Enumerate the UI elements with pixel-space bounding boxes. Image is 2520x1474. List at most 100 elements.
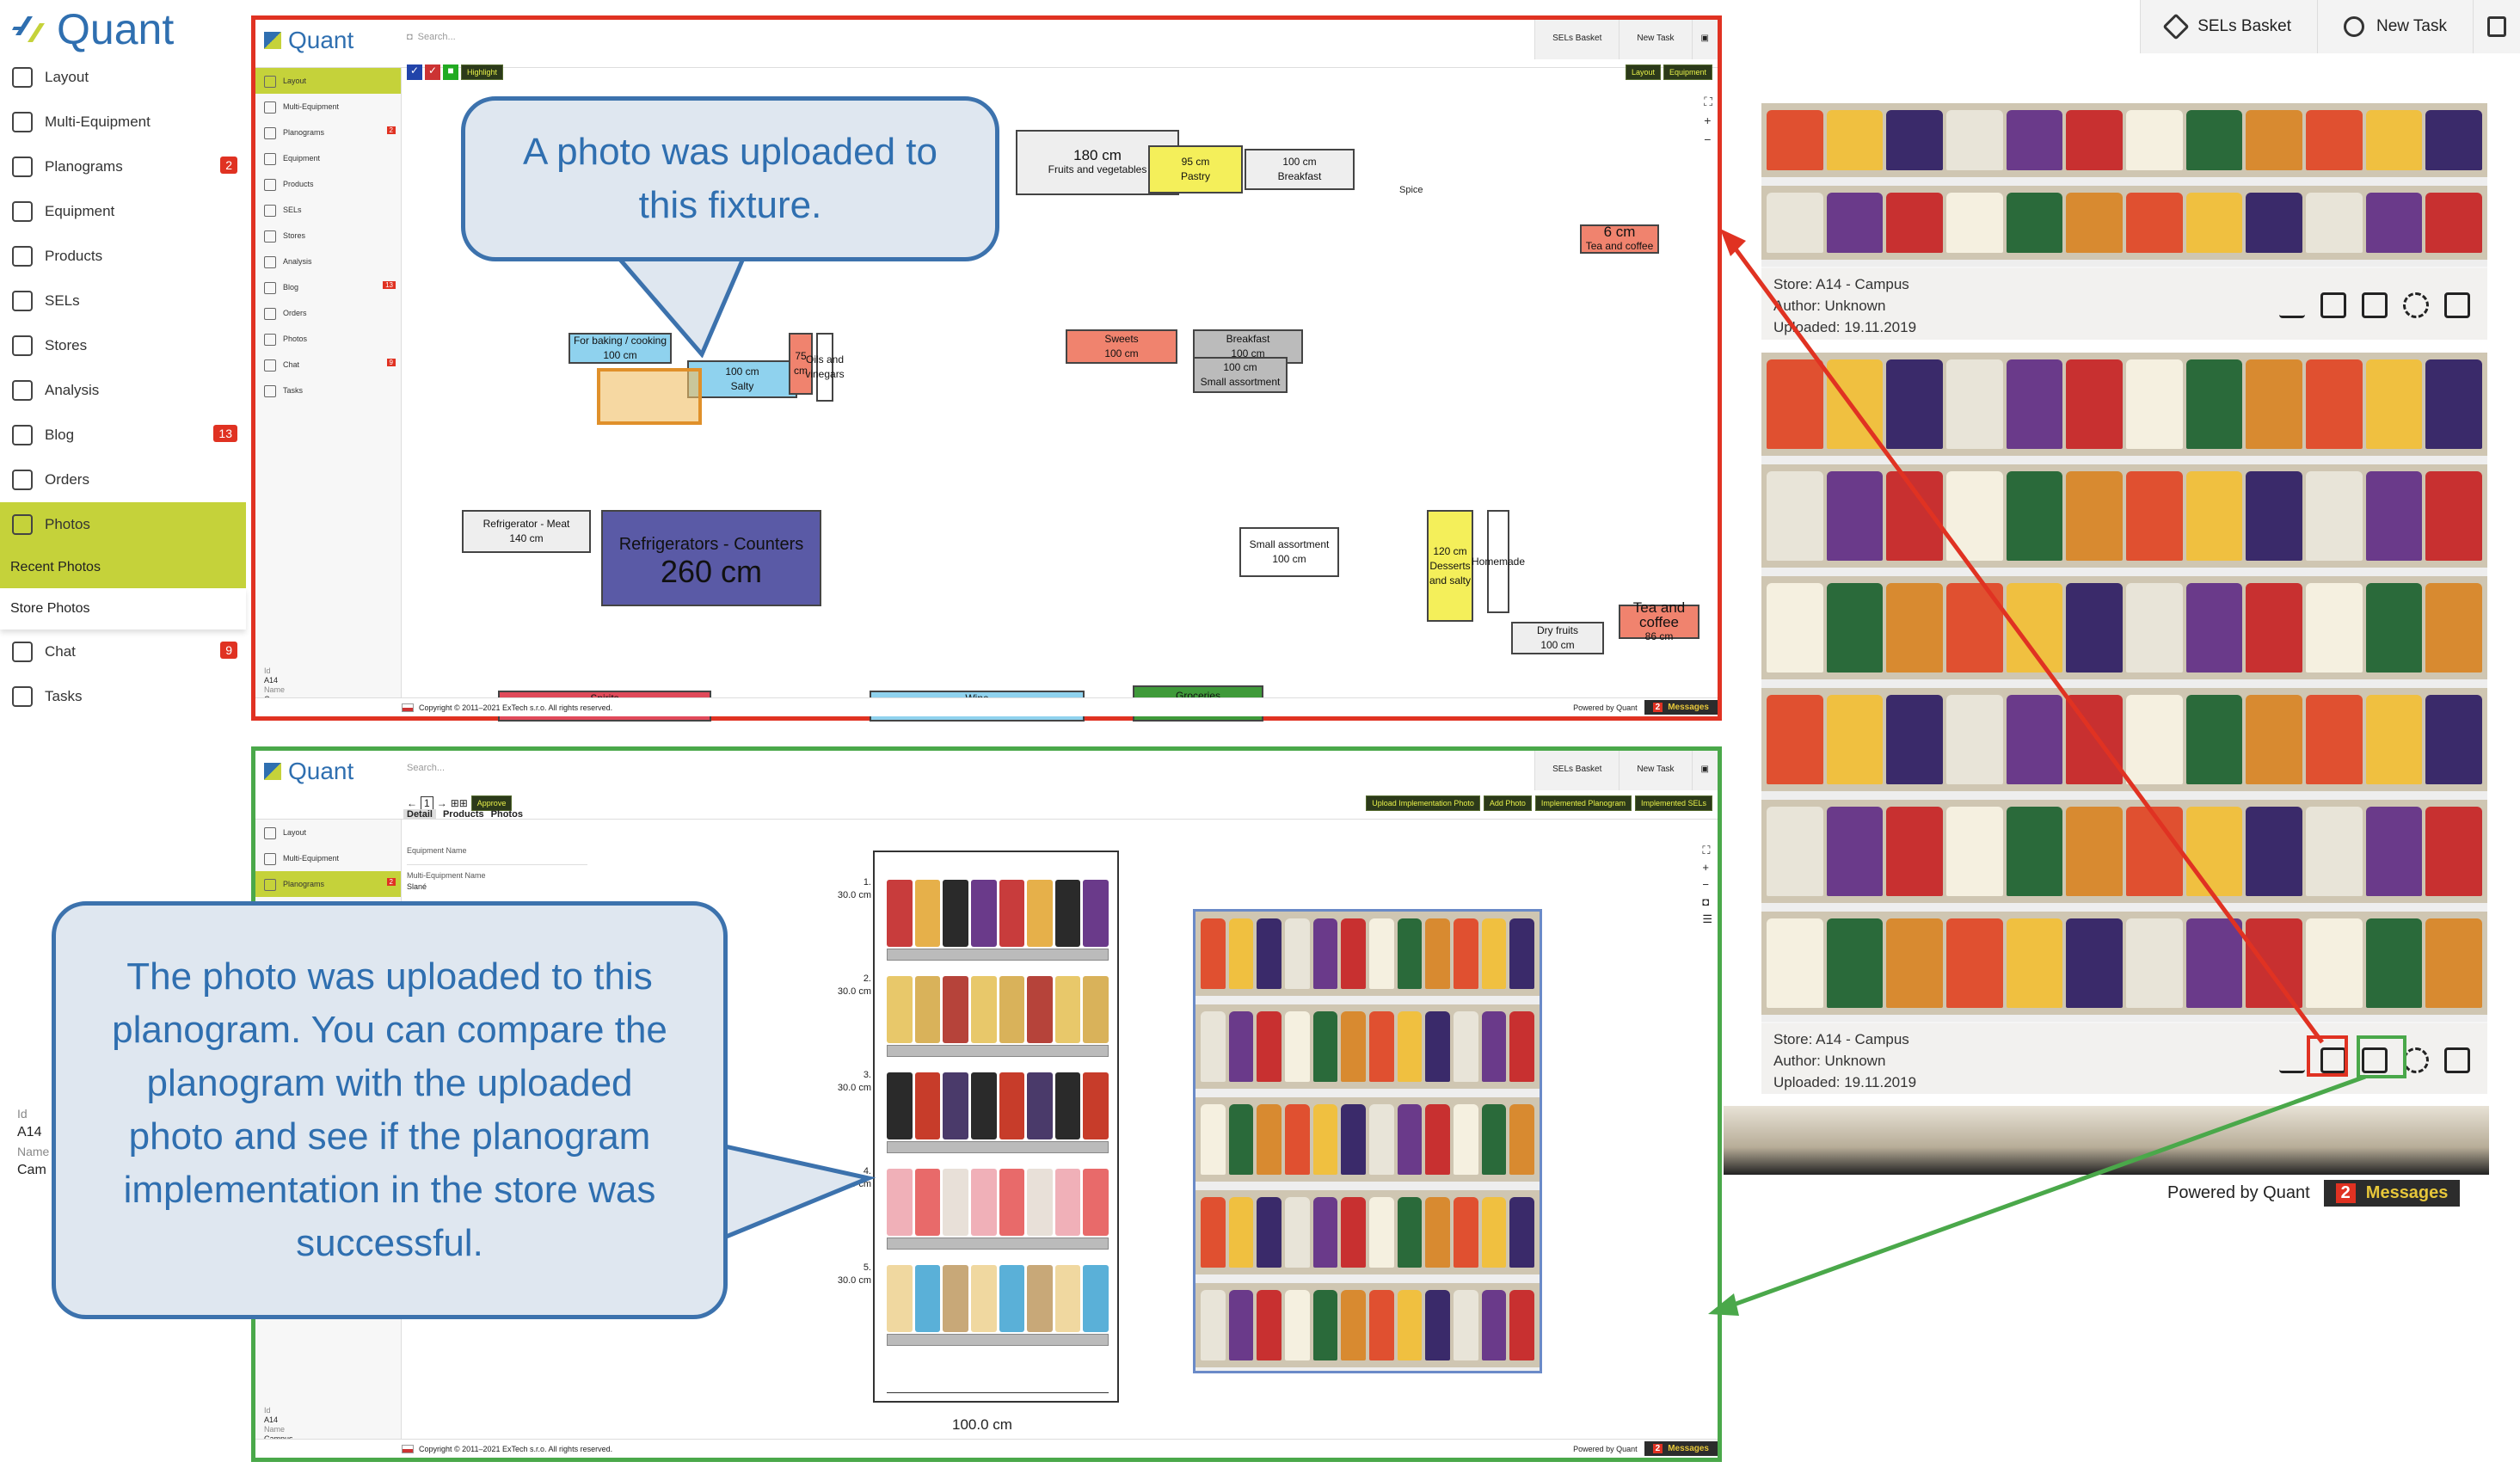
sidebar-item-equipment[interactable]: Equipment xyxy=(0,189,246,234)
product[interactable] xyxy=(943,1072,968,1139)
user-button[interactable]: ▣ xyxy=(1691,751,1718,790)
product[interactable] xyxy=(943,880,968,947)
product[interactable] xyxy=(1054,880,1081,947)
product[interactable] xyxy=(1083,976,1109,1043)
product[interactable] xyxy=(1083,1169,1109,1236)
sidebar-item-tasks[interactable]: Tasks xyxy=(0,674,246,719)
sidebar-item-layout[interactable]: Layout xyxy=(0,55,246,100)
back-arrow-icon[interactable]: ← xyxy=(407,797,417,809)
product[interactable] xyxy=(1083,1072,1109,1139)
zoom-in-icon[interactable]: + xyxy=(1702,861,1709,874)
sels-basket-button[interactable]: SELs Basket xyxy=(2140,0,2317,53)
fit-icon[interactable]: ⛶ xyxy=(1704,95,1712,108)
action-add-photo[interactable]: Add Photo xyxy=(1483,795,1532,811)
search-input[interactable]: Search... xyxy=(407,763,446,773)
product[interactable] xyxy=(999,1265,1025,1332)
equipment-button[interactable]: Equipment xyxy=(1663,64,1712,80)
product[interactable] xyxy=(1027,1169,1053,1236)
layout-button[interactable]: Layout xyxy=(1625,64,1661,80)
sidebar-item-stores[interactable]: Stores xyxy=(0,323,246,368)
camera-icon[interactable]: ◘ xyxy=(1702,895,1710,908)
product[interactable] xyxy=(887,976,913,1043)
layout-nav-stores[interactable]: Stores xyxy=(255,223,401,249)
user-button[interactable] xyxy=(2473,0,2520,53)
product[interactable] xyxy=(914,1265,941,1332)
layout-nav-sels[interactable]: SELs xyxy=(255,197,401,223)
product[interactable] xyxy=(1083,1265,1109,1332)
filter-blue-check[interactable]: ✓ xyxy=(407,64,422,80)
product[interactable] xyxy=(970,880,997,947)
sidebar-subitem-recent-photos[interactable]: Recent Photos xyxy=(0,547,246,588)
layout-nav-equipment[interactable]: Equipment xyxy=(255,145,401,171)
new-task-button[interactable]: New Task xyxy=(1619,751,1692,790)
product[interactable] xyxy=(1027,1072,1053,1139)
action-implemented-sels[interactable]: Implemented SELs xyxy=(1634,795,1712,811)
product[interactable] xyxy=(887,1169,913,1236)
plan-nav-multi-equipment[interactable]: Multi-Equipment xyxy=(255,845,401,871)
compare-icon[interactable]: ⊞⊞ xyxy=(450,797,468,809)
fit-icon[interactable]: ⛶ xyxy=(1702,844,1711,857)
layout-nav-tasks[interactable]: Tasks xyxy=(255,378,401,403)
product[interactable] xyxy=(970,1169,997,1236)
product[interactable] xyxy=(970,976,997,1043)
sels-basket-button[interactable]: SELs Basket xyxy=(1534,751,1620,790)
user-button[interactable]: ▣ xyxy=(1691,20,1718,59)
fixture[interactable]: Oils and vinegars xyxy=(805,333,845,402)
forward-arrow-icon[interactable]: → xyxy=(436,797,447,809)
layout-nav-multi-equipment[interactable]: Multi-Equipment xyxy=(255,94,401,120)
tab-detail[interactable]: Detail xyxy=(403,809,436,820)
sels-basket-button[interactable]: SELs Basket xyxy=(1534,20,1620,59)
product[interactable] xyxy=(914,880,941,947)
zoom-in-icon[interactable]: + xyxy=(1704,114,1712,127)
product[interactable] xyxy=(914,1169,941,1236)
product[interactable] xyxy=(887,1072,913,1139)
product[interactable] xyxy=(970,1265,997,1332)
sidebar-item-analysis[interactable]: Analysis xyxy=(0,368,246,413)
filter-green-check[interactable]: ■ xyxy=(443,64,458,80)
product[interactable] xyxy=(943,976,968,1043)
trash-icon[interactable] xyxy=(2444,292,2470,318)
approve-button[interactable]: Approve xyxy=(470,795,513,811)
product[interactable] xyxy=(999,1169,1025,1236)
product[interactable] xyxy=(1083,880,1109,947)
sidebar-item-sels[interactable]: SELs xyxy=(0,279,246,323)
planogram-drawing[interactable]: 1.30.0 cm2.30.0 cm3.30.0 cm4.30.0 cm5.30… xyxy=(832,851,1124,1410)
layout-nav-orders[interactable]: Orders xyxy=(255,300,401,326)
new-task-button[interactable]: New Task xyxy=(2316,0,2473,53)
product[interactable] xyxy=(1054,1169,1081,1236)
product[interactable] xyxy=(914,976,941,1043)
highlight-button[interactable]: Highlight xyxy=(461,64,504,80)
filter-red-check[interactable]: ✓ xyxy=(425,64,440,80)
product[interactable] xyxy=(1054,976,1081,1043)
brand[interactable]: Quant xyxy=(10,5,174,53)
download-icon[interactable] xyxy=(2279,1047,2305,1073)
new-task-button[interactable]: New Task xyxy=(1619,20,1692,59)
scan-icon[interactable] xyxy=(2320,292,2346,318)
product[interactable] xyxy=(943,1169,968,1236)
uploaded-photo[interactable] xyxy=(1193,909,1542,1373)
plan-nav-layout[interactable]: Layout xyxy=(255,820,401,845)
sidebar-item-multi-equipment[interactable]: Multi-Equipment xyxy=(0,100,246,144)
product[interactable] xyxy=(887,880,913,947)
sidebar-item-orders[interactable]: Orders xyxy=(0,458,246,502)
sidebar-item-photos[interactable]: Photos xyxy=(0,502,246,547)
fixture[interactable]: 75 cm xyxy=(789,333,813,395)
product[interactable] xyxy=(999,880,1025,947)
product[interactable] xyxy=(970,1072,997,1139)
product[interactable] xyxy=(1027,976,1053,1043)
tab-photos[interactable]: Photos xyxy=(490,809,523,820)
sidebar-item-products[interactable]: Products xyxy=(0,234,246,279)
